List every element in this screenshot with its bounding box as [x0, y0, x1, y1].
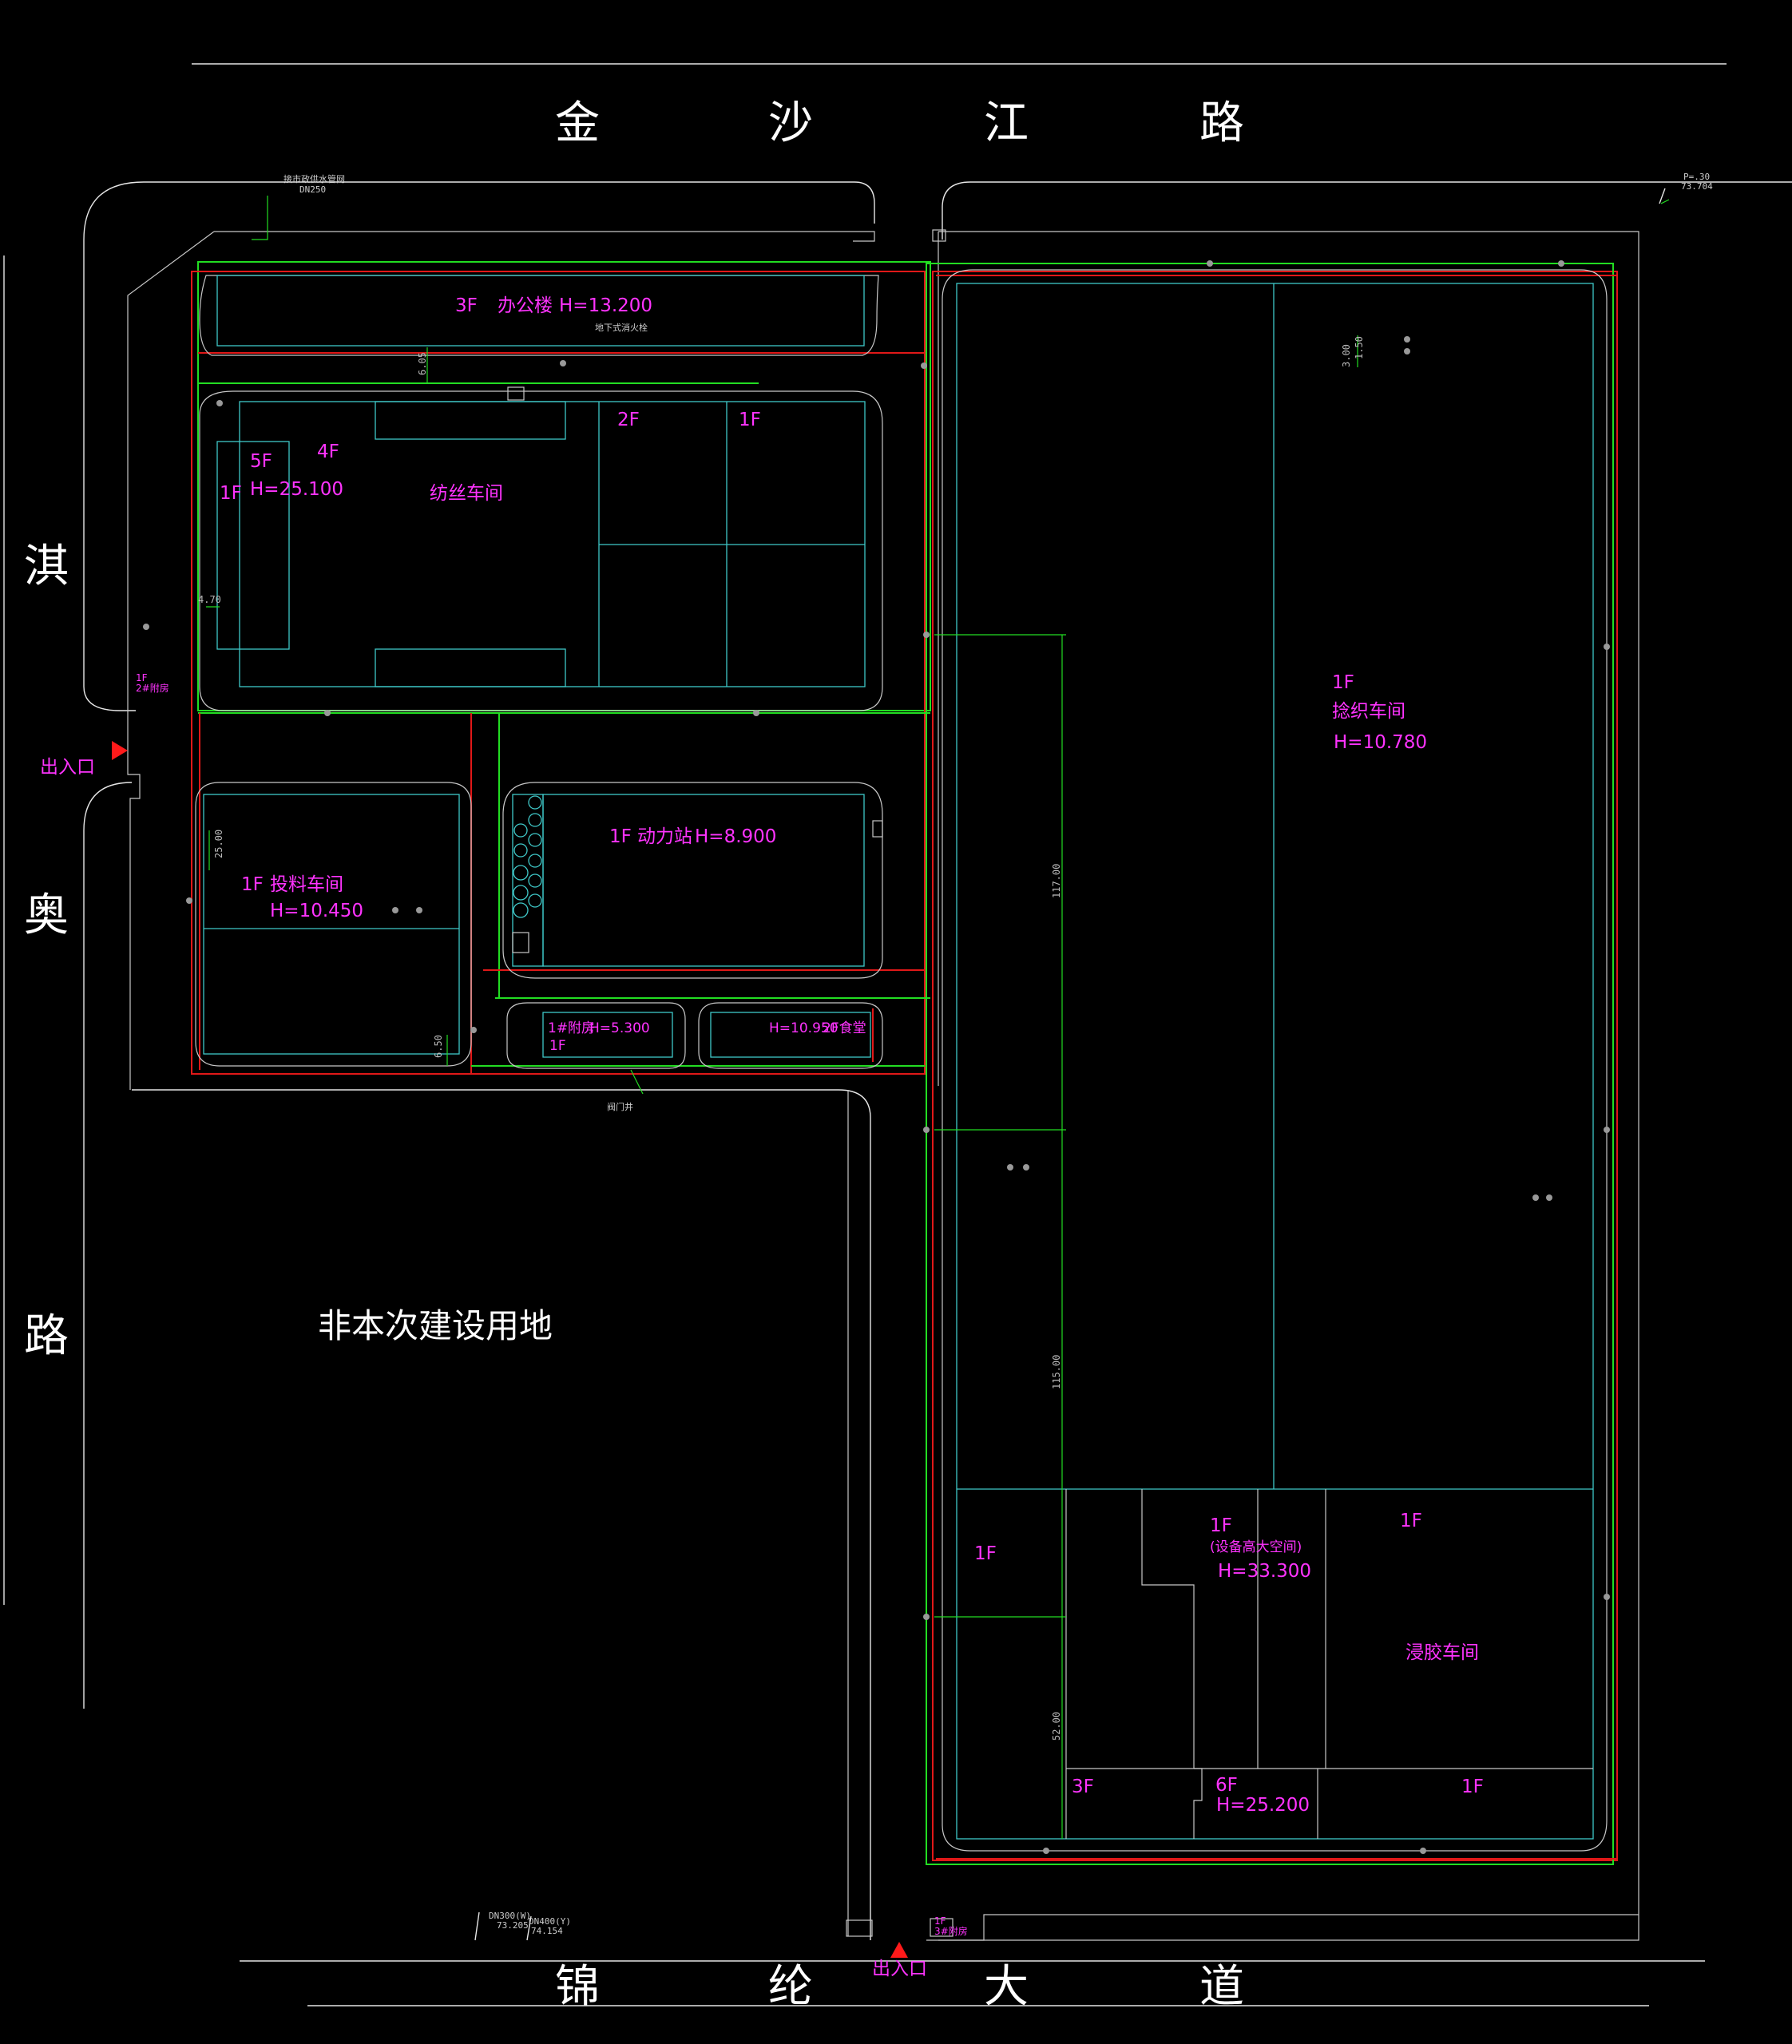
entrance-arrow-south [890, 1942, 908, 1958]
boiler-circles [513, 795, 542, 918]
annex1-floors: 1F [549, 1038, 566, 1054]
spinning-floors-1f: 1F [220, 483, 242, 504]
pipe-annotation-s2a: DN400(Y) [529, 1916, 571, 1927]
dim-1-50: 1.50 [1354, 336, 1365, 359]
road-north-char-1: 金 [555, 97, 600, 149]
road-north-char-3: 江 [984, 97, 1029, 149]
pipe-annotation-top: 接市政供水管网 [283, 173, 345, 184]
office-building-outline [199, 275, 879, 356]
dipping-floors-left: 1F [974, 1543, 997, 1564]
road-north-char-2: 沙 [768, 97, 813, 149]
equipment-height: H=33.300 [1218, 1561, 1311, 1582]
canteen-outline [698, 1002, 883, 1069]
feeding-height: H=10.450 [270, 901, 363, 921]
feeding-name: 投料车间 [270, 874, 343, 895]
office-height: H=13.200 [559, 295, 652, 316]
equipment-floors: 1F [1210, 1515, 1232, 1536]
pipe-annotation-ne-a: P=.30 [1683, 172, 1710, 182]
dipping-floors-right: 1F [1461, 1777, 1484, 1797]
non-site-label: 非本次建设用地 [318, 1306, 553, 1345]
dipping-name: 浸胶车间 [1405, 1642, 1479, 1663]
annex1-height: H=5.300 [589, 1020, 650, 1036]
annex3-name: 3#附房 [934, 1925, 968, 1937]
office-name: 办公楼 [498, 295, 553, 316]
pipe-annotation-top-size: DN250 [299, 184, 326, 195]
road-south-char-1: 锦 [555, 1961, 600, 2013]
valve-note: 地下式消火栓 [595, 322, 648, 333]
road-south-char-2: 纶 [768, 1961, 813, 2013]
valve-south-note: 阀门井 [607, 1101, 633, 1112]
annex1-outline [506, 1002, 686, 1069]
pipe-annotation-s2b: 74.154 [531, 1926, 563, 1936]
annex2-name: 2#附房 [136, 682, 169, 694]
spinning-floors-1f-east: 1F [739, 410, 761, 430]
spinning-height: H=25.100 [250, 479, 343, 500]
pipe-annotation-s1a: DN300(W) [489, 1911, 531, 1921]
dim-6-50: 6.50 [433, 1035, 444, 1058]
spinning-workshop-outline [199, 386, 883, 711]
power-height: H=8.900 [695, 826, 776, 847]
dimension-lines [206, 188, 1670, 1941]
canteen-height: H=10.950 [769, 1020, 839, 1036]
dim-6-05: 6.05 [417, 352, 428, 375]
pipe-annotation-ne-b: 73.704 [1681, 181, 1713, 192]
dipping-floors-6f: 6F [1215, 1775, 1238, 1796]
power-name: 动力站 [637, 826, 692, 847]
feeding-workshop-outline [195, 782, 472, 1067]
pipe-annotation-s1b: 73.205 [497, 1920, 529, 1931]
entrance-label-south: 出入口 [872, 1959, 927, 1979]
dim-117-00: 117.00 [1051, 864, 1062, 898]
east-plant-outline [926, 263, 1618, 1865]
twisting-height: H=10.780 [1334, 732, 1427, 753]
equipment-note: (设备高大空间) [1210, 1539, 1302, 1555]
entrance-arrow-west [112, 741, 128, 760]
dim-52-00: 52.00 [1051, 1712, 1062, 1741]
dim-115-00: 115.00 [1051, 1355, 1062, 1389]
spinning-name: 纺丝车间 [430, 483, 503, 504]
canteen-name: 2F食堂 [823, 1020, 866, 1036]
road-north-char-4: 路 [1199, 97, 1244, 149]
annex1-name: 1#附房 [548, 1020, 595, 1036]
dipping-floors: 1F [1400, 1511, 1422, 1531]
road-west-char-1: 淇 [24, 541, 69, 592]
dim-4-70: 4.70 [198, 594, 221, 605]
office-floors: 3F [455, 295, 478, 316]
dipping-height-6f: H=25.200 [1216, 1795, 1310, 1816]
spinning-floors-5f: 5F [250, 451, 272, 472]
feeding-floors: 1F [241, 874, 264, 895]
dim-3-00: 3.00 [1341, 344, 1352, 367]
spinning-floors-4f: 4F [317, 442, 339, 462]
twisting-name: 捻织车间 [1332, 701, 1405, 722]
road-south-char-4: 道 [1199, 1961, 1244, 2013]
dipping-floors-3f: 3F [1072, 1777, 1094, 1797]
hydrant-markers [143, 260, 1610, 1854]
twisting-floors: 1F [1332, 672, 1354, 693]
power-floors: 1F [609, 826, 632, 847]
annex3-floors: 1F [934, 1915, 946, 1927]
annex2-floors: 1F [136, 672, 148, 683]
dim-25-00: 25.00 [213, 830, 224, 858]
spinning-floors-2f: 2F [617, 410, 640, 430]
road-west-char-3: 路 [24, 1310, 69, 1362]
road-south-char-3: 大 [984, 1961, 1029, 2013]
power-station-outline [502, 782, 883, 979]
site-boundary [127, 229, 1639, 1941]
entrance-label-west: 出入口 [40, 757, 95, 778]
fire-road-west [191, 261, 931, 1075]
road-lines [3, 63, 1792, 2006]
road-west-char-2: 奥 [24, 889, 69, 941]
